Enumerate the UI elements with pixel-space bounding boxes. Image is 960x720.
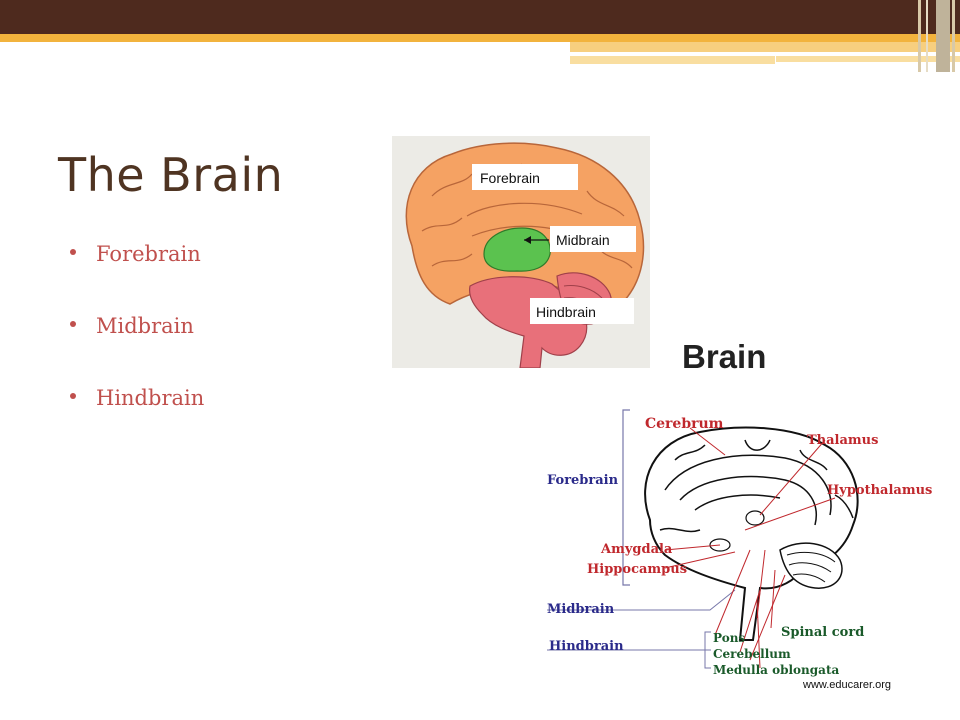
bullet-text: Forebrain [96, 242, 201, 266]
image-credit: www.educarer.org [802, 679, 891, 691]
bullet-item: Midbrain [70, 314, 204, 350]
label-medulla: Medulla oblongata [713, 663, 839, 677]
label-pons: Pons [713, 631, 745, 645]
label-cerebellum: Cerebellum [713, 647, 791, 661]
midbrain-region [483, 227, 551, 272]
pointer-lines [664, 427, 836, 669]
label-midbrain: Midbrain [556, 232, 610, 248]
label-thalamus: Thalamus [807, 433, 878, 448]
label-hippocampus: Hippocampus [587, 562, 687, 577]
slide-title: The Brain [58, 148, 284, 202]
label-forebrain: Forebrain [480, 170, 540, 186]
brain-regions-diagram: Forebrain Midbrain Hindbrain [392, 136, 650, 368]
bullet-dot-icon [70, 321, 76, 327]
forebrain-region [405, 142, 645, 307]
brain-outline [644, 426, 859, 641]
arrow-head-icon [524, 236, 531, 244]
bullet-item: Forebrain [70, 242, 204, 278]
connector-lines [547, 589, 736, 669]
top-decorative-bar [0, 0, 960, 72]
brain-anatomy-diagram: Cerebrum Thalamus Hypothalamus Forebrain… [547, 409, 932, 691]
bullet-text: Midbrain [96, 314, 194, 338]
label-spinal-cord: Spinal cord [781, 625, 864, 640]
label-hindbrain: Hindbrain [536, 304, 596, 320]
label-forebrain: Forebrain [547, 473, 619, 488]
cortex-folds [421, 163, 633, 269]
label-cerebrum: Cerebrum [645, 416, 724, 432]
bullet-dot-icon [70, 249, 76, 255]
label-midbrain: Midbrain [547, 602, 615, 617]
label-hindbrain: Hindbrain [549, 639, 624, 654]
cerebellum-folds [786, 551, 836, 583]
bullet-text: Hindbrain [96, 386, 205, 410]
label-amygdala: Amygdala [600, 542, 673, 557]
forebrain-bracket [622, 409, 630, 586]
brain-folds [659, 439, 854, 533]
label-hypothalamus: Hypothalamus [827, 483, 932, 498]
figure-title: Brain [682, 338, 767, 375]
bullet-list: Forebrain Midbrain Hindbrain [70, 242, 204, 458]
bullet-dot-icon [70, 393, 76, 399]
bullet-item: Hindbrain [70, 386, 204, 422]
